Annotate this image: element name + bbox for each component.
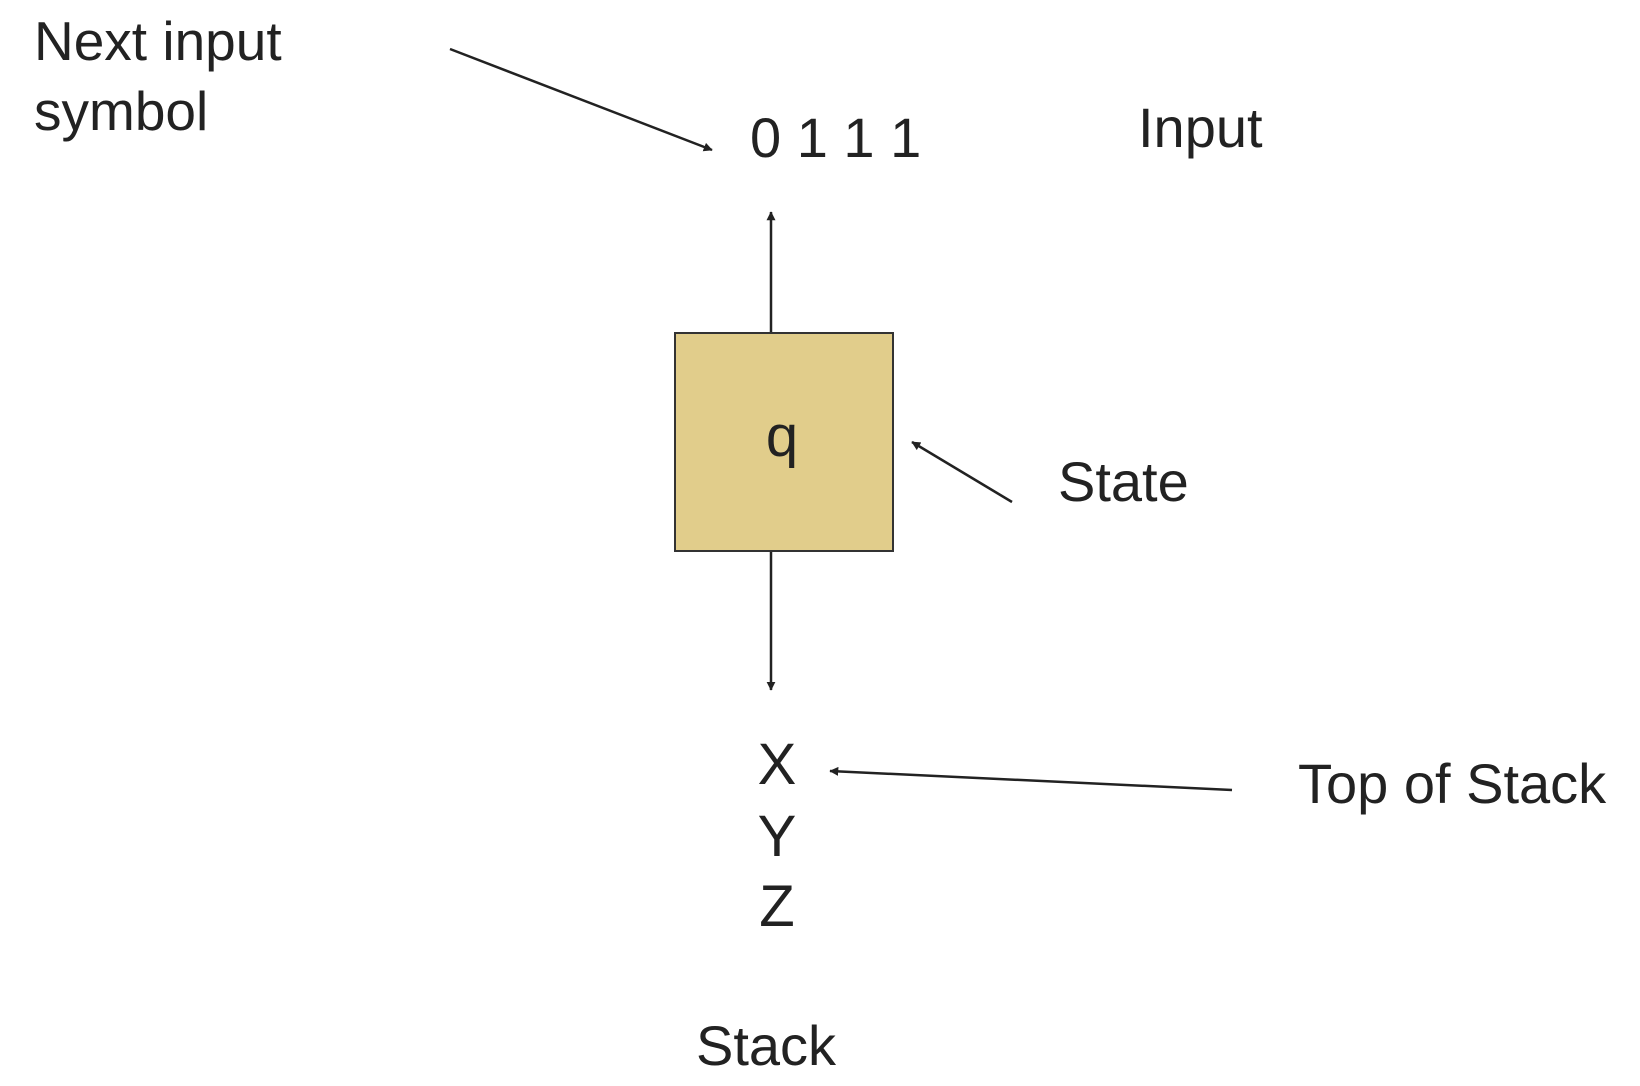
input-string: 0 1 1 1: [750, 106, 922, 169]
top-of-stack-arrow: [829, 766, 1233, 792]
next-input-symbol-label: Next input symbol: [34, 6, 282, 146]
stack-symbol-bottom: Z: [759, 874, 795, 939]
stack-symbol-top: X: [757, 732, 797, 797]
state-pointer-arrow: [911, 440, 1013, 504]
state-label: State: [1058, 450, 1189, 513]
stack-symbol-middle: Y: [757, 804, 797, 869]
stack-label: Stack: [696, 1014, 837, 1077]
next-input-line-2: symbol: [34, 80, 209, 142]
state-symbol: q: [765, 404, 799, 469]
next-input-line-1: Next input: [34, 10, 282, 72]
top-of-stack-label: Top of Stack: [1298, 752, 1607, 815]
next-input-arrow: [449, 47, 713, 152]
input-label: Input: [1138, 96, 1263, 159]
state-box: q: [674, 332, 894, 552]
